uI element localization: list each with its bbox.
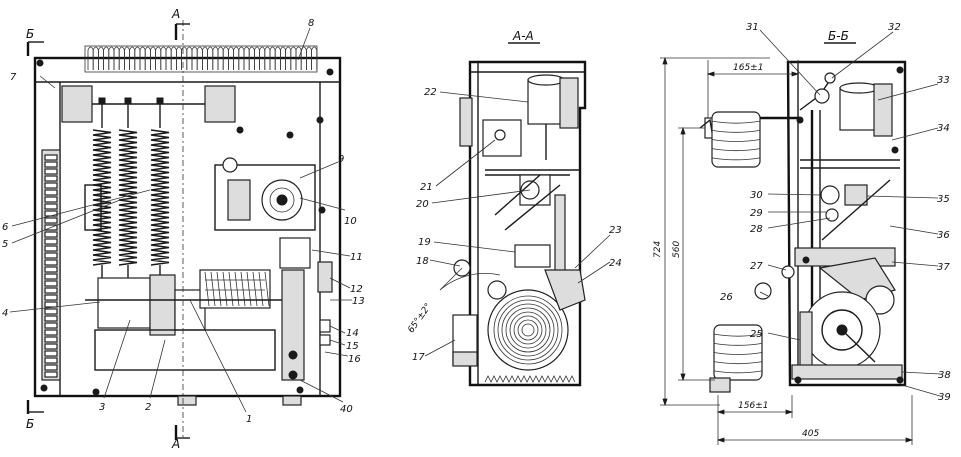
dim-560: 560 xyxy=(672,241,682,258)
bb-callout-38: 38 xyxy=(938,370,951,381)
aa-callout-23: 23 xyxy=(609,225,622,236)
insulator-block-left xyxy=(61,85,93,123)
aa-callout-19: 19 xyxy=(418,237,431,248)
section-marker-a-top: А xyxy=(171,7,180,21)
callout-4: 4 xyxy=(2,308,8,319)
dim-156: 156±1 xyxy=(738,401,768,411)
bb-callout-28: 28 xyxy=(750,224,763,235)
callout-12: 12 xyxy=(350,284,363,295)
section-marker-b-top: Б xyxy=(26,27,34,41)
bottom-bushing xyxy=(709,324,763,393)
bb-callout-27: 27 xyxy=(750,261,763,272)
callout-15: 15 xyxy=(346,341,359,352)
section-bb-title: Б-Б xyxy=(828,29,849,43)
closing-springs xyxy=(92,97,170,280)
bb-callout-35: 35 xyxy=(937,194,950,205)
callout-13: 13 xyxy=(352,296,365,307)
aa-angle-label: 65°±2° xyxy=(406,302,434,335)
callout-9: 9 xyxy=(338,154,344,165)
callout-8: 8 xyxy=(308,18,314,29)
bb-callout-30: 30 xyxy=(750,190,763,201)
bb-solenoid xyxy=(839,87,879,131)
front-view: 7 8 9 10 11 12 13 14 15 16 40 1 2 3 4 5 … xyxy=(2,7,365,451)
top-bushing xyxy=(699,111,761,168)
callout-2: 2 xyxy=(145,402,151,413)
section-aa-view: А-А xyxy=(406,29,622,387)
bb-callout-34: 34 xyxy=(937,123,950,134)
dim-724: 724 xyxy=(653,241,663,258)
dimension-lines xyxy=(660,56,914,445)
aa-spring-disc xyxy=(487,289,569,371)
callout-1: 1 xyxy=(246,414,252,425)
section-aa-title: А-А xyxy=(512,29,534,43)
motor-housing xyxy=(97,277,151,329)
bb-callout-33: 33 xyxy=(937,75,950,86)
callout-40: 40 xyxy=(340,404,353,415)
aa-callout-24: 24 xyxy=(609,258,622,269)
insulator-block-right xyxy=(204,85,236,123)
callout-5: 5 xyxy=(2,239,8,250)
aa-housing xyxy=(468,60,587,387)
bb-callout-25: 25 xyxy=(750,329,763,340)
bb-callout-32: 32 xyxy=(888,22,901,33)
aa-callout-21: 21 xyxy=(420,182,433,193)
callout-7: 7 xyxy=(10,72,17,83)
bb-callout-29: 29 xyxy=(750,208,763,219)
callout-10: 10 xyxy=(344,216,357,227)
bb-callout-31: 31 xyxy=(746,22,759,33)
callout-11: 11 xyxy=(350,252,363,263)
callout-16: 16 xyxy=(348,354,361,365)
callout-6: 6 xyxy=(2,222,8,233)
dim-165: 165±1 xyxy=(733,63,763,73)
section-bb-view: Б-Б xyxy=(653,22,951,445)
bb-callout-26: 26 xyxy=(720,292,733,303)
aa-callout-22: 22 xyxy=(424,87,437,98)
aa-callout-17: 17 xyxy=(412,352,425,363)
aa-callout-20: 20 xyxy=(416,199,429,210)
aa-solenoid xyxy=(527,79,565,125)
front-spring-right xyxy=(150,97,170,280)
front-spring-left xyxy=(92,97,112,280)
aa-callout-18: 18 xyxy=(416,256,429,267)
bb-roller-26 xyxy=(754,282,772,300)
front-spring-mid xyxy=(118,97,138,280)
bb-callout-36: 36 xyxy=(937,230,950,241)
bb-callout-37: 37 xyxy=(937,262,950,273)
callout-3: 3 xyxy=(99,402,105,413)
section-marker-b-bottom: Б xyxy=(26,417,34,431)
callout-14: 14 xyxy=(346,328,359,339)
bb-callout-39: 39 xyxy=(938,392,951,403)
section-marker-a-bottom: А xyxy=(171,437,180,451)
dim-405: 405 xyxy=(802,429,819,439)
